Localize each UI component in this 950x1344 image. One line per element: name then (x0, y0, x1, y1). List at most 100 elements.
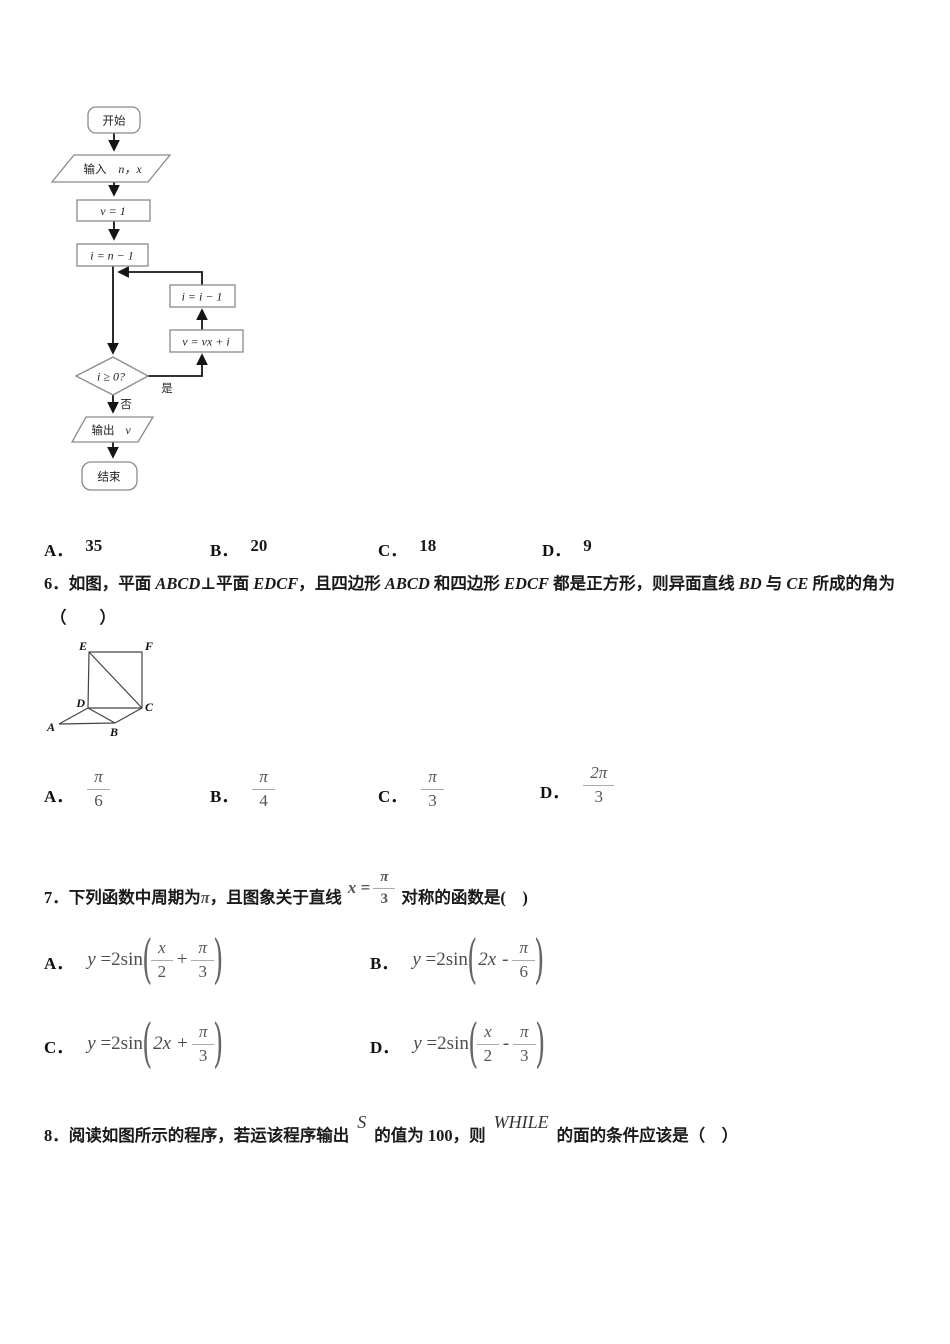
q7-option-a-head: =2sin (95, 949, 143, 971)
q5-option-c: C． 18 (378, 536, 436, 561)
q6-option-a: A． π 6 (44, 767, 110, 810)
q5-option-a: A． 35 (44, 536, 102, 561)
q5-option-a-label: A． (44, 541, 74, 560)
q6-option-a-label: A． (44, 787, 74, 807)
q6-option-d-label: D． (540, 783, 570, 803)
q6-seg5: 都是正方形，则异面直线 (548, 574, 739, 593)
q5-option-c-label: C． (378, 541, 408, 560)
q6-option-c-den: 3 (428, 790, 437, 810)
q7-axis-num: π (373, 869, 396, 889)
q8-seg3: 的面的条件应该是（ ） (556, 1126, 739, 1145)
q7-option-c-head: =2sin (95, 1033, 143, 1055)
q7-seg1: 7．下列函数中周期为 (44, 887, 201, 907)
flowchart-assign-i-node (76, 243, 149, 267)
q6-option-b-num: π (252, 767, 275, 790)
flowchart-output-node (70, 416, 155, 443)
flowchart-condition-label: i ≥ 0? (97, 370, 125, 384)
flowchart-input-label-cn: 输入 (84, 162, 107, 176)
q6-option-c-num: π (421, 767, 444, 790)
q8-raised-while: WHILE (493, 1112, 549, 1132)
flowchart-figure: 开始 输入 n，x v = 1 i = n − 1 i = i − 1 v = … (50, 106, 244, 491)
q7-option-c-open-paren: ( (141, 1014, 153, 1074)
q7-option-d-frac2-num: π (513, 1022, 536, 1045)
flowchart-input-label-math: n，x (118, 162, 142, 176)
q7-seg2: ，且图象关于直线 (209, 887, 342, 907)
q8-question-text: 8．阅读如图所示的程序，若运该程序输出S的值为 100，则WHILE的面的条件应… (44, 1112, 739, 1146)
q7-option-b-close-paren: ) (534, 930, 545, 990)
q7-option-c-term1: 2x (153, 1033, 172, 1055)
q7-option-b-label: B． (370, 954, 399, 974)
q7-option-c-op: + (177, 1033, 188, 1055)
q7-option-a-frac2-den: 3 (198, 961, 207, 981)
q8-raised-s: S (357, 1112, 367, 1132)
q5-option-d: D． 9 (542, 536, 592, 561)
q6-option-a-fraction: π 6 (87, 767, 110, 810)
flowchart-yes-label: 是 (161, 382, 173, 395)
q7-option-c-close-paren: ) (213, 1014, 224, 1074)
flowchart-assign-v-node (76, 199, 151, 222)
q6-geometry-figure: E F D C A B (46, 639, 154, 737)
q6-seg4: 和四边形 (429, 574, 505, 593)
q6-math-ce: CE (786, 574, 809, 593)
q6-figure-label-b: B (109, 725, 118, 737)
q6-option-b: B． π 4 (210, 767, 275, 810)
q7-option-a-op: + (176, 949, 188, 971)
q7-option-c-var: y (87, 1033, 96, 1055)
flowchart-no-label: 否 (120, 399, 132, 411)
q7-option-d-head: =2sin (421, 1033, 469, 1055)
q6-seg3: ，且四边形 (298, 574, 385, 593)
q7-option-d-frac1-den: 2 (483, 1045, 493, 1065)
q7-option-b-frac2-num: π (512, 938, 536, 961)
q6-seg7: 所成的角为 (808, 574, 896, 593)
q6-option-d-num: 2π (583, 763, 615, 786)
q5-option-b-value: 20 (250, 536, 268, 555)
flowchart-assign-v-label: v = 1 (100, 204, 125, 218)
flowchart-decrement-label: i = i − 1 (182, 290, 223, 304)
q7-option-b-term1: 2x (478, 949, 497, 971)
q7-option-c-frac2-num: π (191, 1022, 215, 1045)
q7-option-b-head: =2sin (420, 949, 468, 971)
q7-option-b-var: y (412, 949, 421, 971)
q6-figure-label-f: F (144, 639, 153, 653)
q6-option-a-den: 6 (94, 790, 103, 810)
q6-math-bd: BD (738, 574, 762, 593)
q6-option-b-den: 4 (259, 790, 268, 810)
flowchart-start-node (87, 106, 141, 134)
q7-option-a-close-paren: ) (213, 930, 224, 990)
flowchart-start-label: 开始 (103, 114, 126, 128)
q7-option-b-open-paren: ( (466, 930, 478, 990)
flowchart-connectors (107, 133, 208, 459)
flowchart-end-node (81, 461, 138, 491)
flowchart-end-label: 结束 (98, 471, 121, 484)
q6-math-edcf1: EDCF (253, 574, 299, 593)
q6-seg2: ⊥平面 (200, 574, 254, 593)
q6-option-d-den: 3 (594, 786, 604, 806)
q6-figure-label-a: A (46, 720, 55, 734)
flowchart-output-label-math: v (125, 423, 131, 437)
q5-option-c-value: 18 (419, 536, 437, 555)
q6-option-d: D． 2π 3 (540, 763, 615, 806)
q6-option-b-fraction: π 4 (252, 767, 275, 810)
q6-seg1: 6．如图，平面 (44, 574, 156, 593)
flowchart-condition-diamond (74, 356, 150, 396)
q7-option-a-var: y (87, 949, 96, 971)
q6-math-abcd1: ABCD (155, 574, 201, 593)
q6-option-b-label: B． (210, 787, 239, 807)
q7-option-d-op: - (502, 1033, 510, 1055)
q6-figure-label-e: E (78, 639, 87, 653)
q6-question-text: 6．如图，平面 ABCD⊥平面 EDCF，且四边形 ABCD 和四边形 EDCF… (44, 570, 895, 594)
q7-option-d-var: y (413, 1033, 422, 1055)
q7-option-a-frac2-num: π (191, 938, 214, 961)
q7-seg3: 对称的函数是( ) (401, 887, 528, 907)
q7-option-a-open-paren: ( (141, 930, 153, 990)
